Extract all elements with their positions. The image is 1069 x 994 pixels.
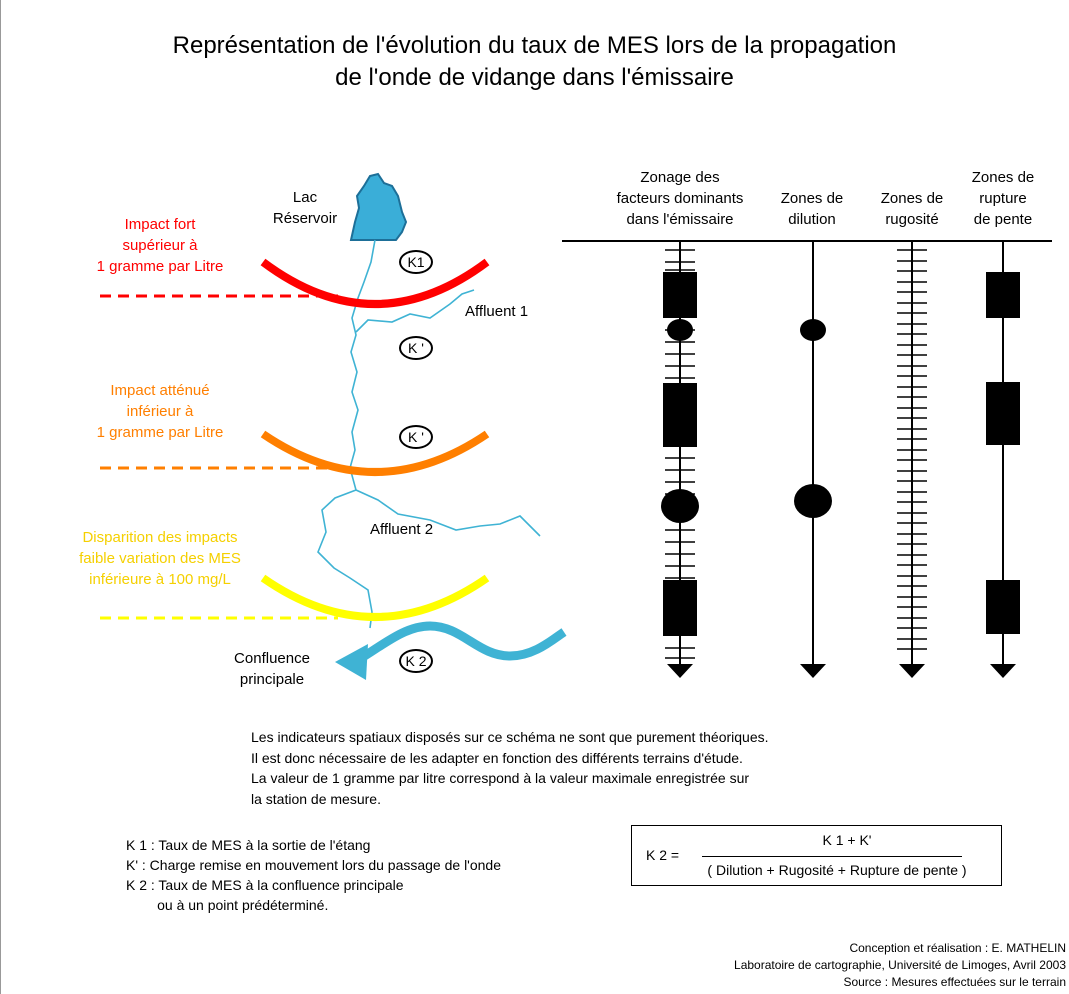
title-line-1: Représentation de l'évolution du taux de… [172,32,897,59]
impact-disparition-line-2: faible variation des MES [79,550,241,567]
col-rupture-block [986,580,1020,634]
note-line-1: Les indicateurs spatiaux disposés sur ce… [251,729,769,745]
impact-disparition-line-3: inférieure à 100 mg/L [89,571,231,588]
disclaimer-note: Les indicateurs spatiaux disposés sur ce… [251,727,769,809]
note-line-2: Il est donc nécessaire de les adapter en… [251,749,743,766]
formula-fraction-bar [702,856,962,857]
k1-badge: K1 [399,250,433,274]
col-facteurs-block [663,580,697,636]
column-header-rugosite: Zones de rugosité [862,188,962,230]
kprime-badge-2: K ' [399,425,433,449]
legend-k1: K 1 : Taux de MES à la sortie de l'étang [126,837,371,853]
col-facteurs-dot [661,489,699,523]
col-facteurs-block [663,383,697,447]
col-facteurs-arrow [667,664,693,678]
kprime-badge-1: K ' [399,336,433,360]
legend-k2-continued: ou à un point prédéterminé. [126,897,329,913]
column-header-facteurs-line-3: dans l'émissaire [626,211,734,228]
impact-fort-line-2: supérieur à [122,237,198,254]
lake-label: Lac Réservoir [260,187,350,229]
formula-denominator: ( Dilution + Rugosité + Rupture de pente… [707,862,967,878]
title-line-2: de l'onde de vidange dans l'émissaire [335,64,734,91]
column-header-dilution-line-2: dilution [788,211,836,228]
credits-line-1: Conception et réalisation : E. MATHELIN [849,941,1066,955]
curve-impact-attenue [260,430,490,476]
col-rupture-block [986,272,1020,318]
curve-impact-disparition [260,574,490,621]
impact-fort-line-3: 1 gramme par Litre [96,258,224,275]
credits: Conception et réalisation : E. MATHELIN … [734,940,1066,991]
lake-label-line-2: Réservoir [272,210,338,227]
confluence-label-line-2: principale [239,671,305,688]
column-header-dilution: Zones de dilution [762,188,862,230]
column-header-facteurs-line-2: facteurs dominants [616,190,744,207]
curve-impact-fort [260,258,490,308]
col-rugosite-arrow [899,664,925,678]
note-line-4: la station de mesure. [251,790,381,807]
col-facteurs-dot [667,319,693,341]
confluence-arrow-head [335,644,368,680]
col-rupture-block [986,382,1020,445]
confluence-label: Confluence principale [222,648,322,690]
impact-disparition-label: Disparition des impacts faible variation… [40,527,280,590]
column-header-facteurs: Zonage des facteurs dominants dans l'émi… [600,167,760,230]
confluence-wave [355,621,567,664]
column-header-rupture-line-2: rupture [979,190,1027,207]
affluent-2-label: Affluent 2 [370,521,434,538]
impact-attenue-label: Impact atténué inférieur à 1 gramme par … [50,380,270,443]
column-header-rupture: Zones de rupture de pente [958,167,1048,230]
main-river [317,239,376,629]
impact-fort-line-1: Impact fort [124,216,196,233]
legend-kprime: K' : Charge remise en mouvement lors du … [126,857,501,873]
affluent-2-river [355,489,541,537]
formula-lhs: K 2 = [646,847,680,863]
column-header-rupture-line-3: de pente [973,211,1033,228]
impact-attenue-line-3: 1 gramme par Litre [96,424,224,441]
column-header-facteurs-line-1: Zonage des [640,169,720,186]
column-header-rugosite-line-1: Zones de [880,190,944,207]
formula-box: K 2 = K 1 + K' ( Dilution + Rugosité + R… [631,825,1002,886]
impact-fort-label: Impact fort supérieur à 1 gramme par Lit… [50,214,270,277]
column-header-rugosite-line-2: rugosité [885,211,939,228]
confluence-label-line-1: Confluence [234,650,310,667]
k2-badge: K 2 [399,649,433,673]
col-dilution-dot [800,319,826,341]
lake-label-line-1: Lac [292,189,318,206]
diagram-title: Représentation de l'évolution du taux de… [0,30,1069,94]
credits-line-2: Laboratoire de cartographie, Université … [734,958,1066,972]
col-facteurs-block [663,272,697,318]
formula-numerator: K 1 + K' [822,832,872,848]
credits-line-3: Source : Mesures effectuées sur le terra… [843,975,1066,989]
affluent-1-river [355,289,475,333]
impact-attenue-line-2: inférieur à [126,403,194,420]
affluent-1-label: Affluent 1 [465,303,529,320]
lake-shape [349,172,408,241]
note-line-3: La valeur de 1 gramme par litre correspo… [251,770,750,786]
col-rupture-arrow [990,664,1016,678]
column-header-dilution-line-1: Zones de [780,190,844,207]
k-legend: K 1 : Taux de MES à la sortie de l'étang… [126,835,501,915]
col-dilution-arrow [800,664,826,678]
legend-k2: K 2 : Taux de MES à la confluence princi… [126,877,404,893]
col-dilution-dot [794,484,832,518]
column-header-rupture-line-1: Zones de [971,169,1035,186]
impact-disparition-line-1: Disparition des impacts [82,529,238,546]
impact-attenue-line-1: Impact atténué [110,382,210,399]
